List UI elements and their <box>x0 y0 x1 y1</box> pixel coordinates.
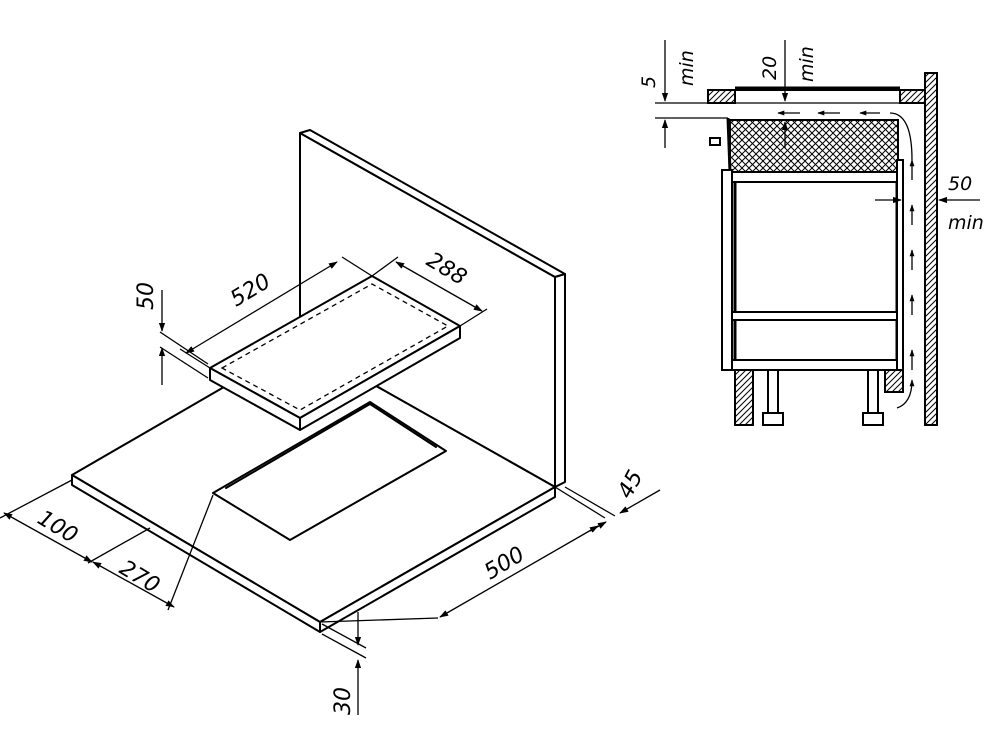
label-50-height: 50 <box>134 282 159 310</box>
dim-min-50: 50 min <box>875 173 984 234</box>
section-hob <box>726 117 899 173</box>
label-min-50: 50 <box>948 173 972 195</box>
worktop-cutout <box>212 401 447 541</box>
label-min-20-min: min <box>796 46 818 82</box>
label-520: 520 <box>226 269 275 312</box>
label-45: 45 <box>613 466 648 502</box>
label-min-5-min: min <box>676 50 698 86</box>
section-view: 5 min 20 min 50 min <box>638 40 984 426</box>
section-wall <box>924 72 938 426</box>
dim-min-20: 20 min <box>759 40 818 148</box>
section-cabinet <box>721 159 904 426</box>
isometric-view: 520 288 50 100 270 <box>0 129 661 715</box>
airflow-arrows <box>777 110 915 409</box>
label-min-50-min: min <box>948 212 984 234</box>
label-270: 270 <box>115 556 164 599</box>
label-min-5: 5 <box>638 76 660 88</box>
dim-30: 30 <box>321 612 367 715</box>
section-worktop <box>707 86 926 146</box>
label-30: 30 <box>331 687 356 715</box>
dim-min-5: 5 min <box>638 40 728 148</box>
label-min-20: 20 <box>759 56 781 80</box>
label-500: 500 <box>480 542 529 585</box>
dim-50-height: 50 <box>134 282 209 385</box>
dim-45: 45 <box>564 466 661 532</box>
